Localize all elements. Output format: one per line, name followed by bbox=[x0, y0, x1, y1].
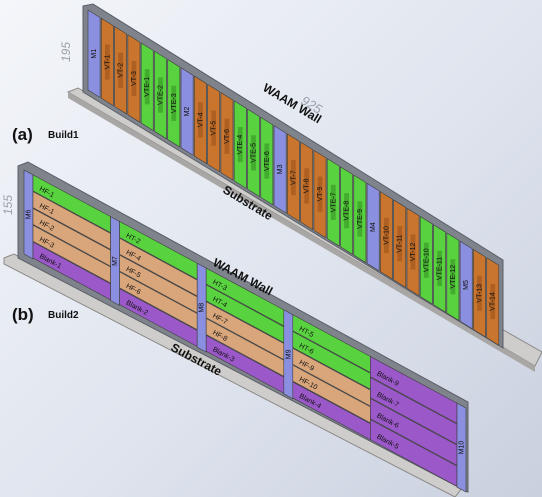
build1-strip-gauge bbox=[197, 102, 203, 138]
build1-strip-m1 bbox=[87, 9, 101, 99]
build2-name: Build2 bbox=[48, 310, 79, 321]
build1-strip-label: VTE-12 bbox=[450, 265, 457, 289]
build1-strip-label: VT-9 bbox=[317, 187, 324, 202]
build1-strip-label: VT-5 bbox=[211, 121, 218, 136]
build1-strip-gauge bbox=[264, 143, 270, 179]
build1-strip-gauge bbox=[144, 69, 150, 105]
build2-strip-label: M7 bbox=[112, 256, 119, 266]
build1-strip-label: VT-1 bbox=[104, 55, 111, 70]
build2-height-dimension: 155 bbox=[1, 195, 15, 215]
build2-strip-m7 bbox=[110, 216, 120, 306]
build1-strip-gauge bbox=[490, 283, 496, 320]
build1-strip-gauge bbox=[104, 44, 110, 80]
build1-strip-gauge bbox=[423, 242, 429, 278]
build1-letter: (a) bbox=[12, 125, 33, 144]
build1-strip-gauge bbox=[118, 52, 124, 88]
build1-strip-label: VT-2 bbox=[118, 63, 125, 78]
build1-strip-label: VTE-8 bbox=[344, 201, 351, 221]
build1-strip-gauge bbox=[477, 275, 482, 311]
build2-strip-label: M8 bbox=[199, 303, 206, 313]
build1-strip-label: VT-14 bbox=[490, 292, 497, 311]
build1-strip-gauge bbox=[131, 60, 137, 97]
build2-strip-m10 bbox=[456, 402, 467, 493]
build1-strip-label: VTE-11 bbox=[437, 257, 444, 280]
build1-strip-gauge bbox=[344, 193, 349, 229]
build1-strip-label: VT-3 bbox=[131, 71, 138, 86]
build1-strip-label: M3 bbox=[277, 164, 284, 174]
build1-strip-m3 bbox=[273, 125, 287, 214]
build1-strip-label: VTE-1 bbox=[144, 77, 151, 97]
build2-strip-label: M10 bbox=[459, 441, 466, 455]
build2-strip-label: M9 bbox=[285, 349, 292, 359]
build2-strip-label: M6 bbox=[26, 209, 33, 219]
build1-strip-label: VTE-3 bbox=[171, 93, 178, 113]
build2-strip-m9 bbox=[283, 309, 294, 400]
build1-strip-gauge bbox=[384, 217, 389, 254]
build1-strip-gauge bbox=[171, 85, 177, 121]
build1-substrate-edge bbox=[68, 92, 535, 372]
build1-strip-label: M1 bbox=[91, 49, 98, 59]
build1-strip-gauge bbox=[330, 184, 336, 221]
build1-strip-label: VTE-10 bbox=[423, 248, 430, 272]
build1-strip-label: M5 bbox=[463, 280, 470, 290]
build1-strip-gauge bbox=[304, 168, 310, 204]
build1-strip-m5 bbox=[459, 240, 473, 330]
build1-name: Build1 bbox=[48, 130, 79, 141]
build1-strip-label: VT-13 bbox=[476, 284, 483, 303]
build1-strip-label: VTE-6 bbox=[264, 151, 271, 171]
build1-strip-label: VTE-5 bbox=[251, 143, 258, 163]
build1-strip-label: VTE-4 bbox=[237, 135, 244, 155]
build1-strip-label: VT-6 bbox=[224, 129, 231, 144]
build1-strip-gauge bbox=[158, 77, 163, 113]
build1-strip-label: VT-7 bbox=[290, 170, 297, 185]
build1-strip-label: VT-12 bbox=[410, 243, 417, 262]
build2-strip-m8 bbox=[196, 262, 207, 353]
build1-strip-gauge bbox=[410, 234, 416, 270]
build1-strip-gauge bbox=[237, 126, 243, 163]
build1-strip-gauge bbox=[317, 176, 323, 212]
build1-strip-m2 bbox=[180, 67, 194, 156]
build1-strip-label: VT-10 bbox=[383, 226, 390, 245]
build2-strip-m6 bbox=[23, 169, 34, 260]
build1-height-dimension: 195 bbox=[59, 42, 73, 62]
build2-substrate-plate bbox=[3, 253, 463, 497]
build1-strip-gauge bbox=[211, 110, 217, 146]
build1-strip-label: VT-11 bbox=[397, 235, 404, 253]
build1-strip-gauge bbox=[450, 259, 456, 295]
build1-strip-label: VTE-2 bbox=[157, 85, 164, 105]
build1-strip-gauge bbox=[291, 160, 296, 196]
build2-letter: (b) bbox=[12, 305, 34, 324]
build1-strip-gauge bbox=[397, 226, 403, 262]
build1-strip-label: VT-4 bbox=[197, 112, 204, 127]
build1-strip-label: M4 bbox=[370, 222, 377, 232]
build1-strip-gauge bbox=[251, 135, 256, 171]
build1-strip-gauge bbox=[224, 118, 230, 154]
build1-strip-label: VT-8 bbox=[304, 178, 311, 193]
build1-strip-label: M2 bbox=[184, 107, 191, 117]
build1-strip-label: VTE-7 bbox=[330, 192, 337, 212]
build1-strip-label: VTE-9 bbox=[357, 209, 364, 229]
build1-strip-gauge bbox=[357, 201, 363, 237]
build1-strip-gauge bbox=[437, 250, 442, 287]
build1-strip-m4 bbox=[366, 182, 380, 272]
